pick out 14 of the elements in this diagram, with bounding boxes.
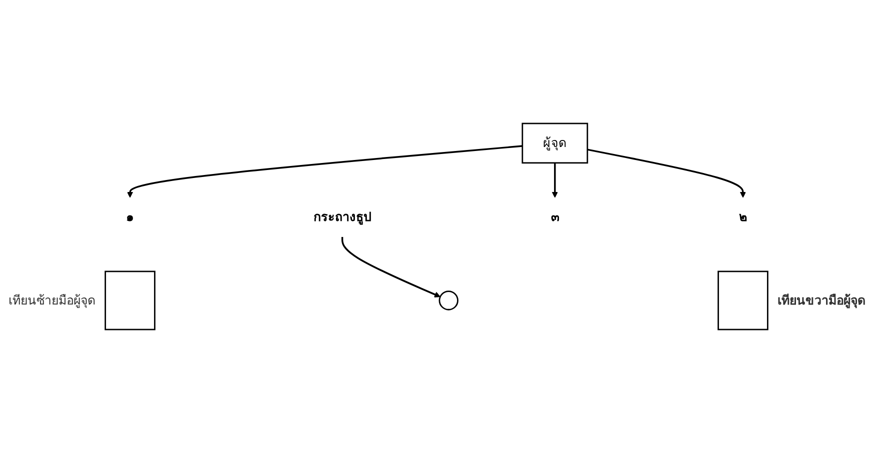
node-box: ผู้จุด [522, 122, 588, 164]
arrow [341, 236, 440, 298]
node-circle [438, 290, 458, 310]
node-text: ๑ [126, 210, 134, 224]
node-text: กระถางธูป [314, 210, 371, 224]
candle-caption: เทียนซ้ายมือผู้จุด [8, 292, 96, 308]
arrow [126, 145, 522, 198]
candle-caption: เทียนขวามือผู้จุด [777, 292, 866, 308]
arrow [552, 162, 558, 198]
node-box [718, 270, 768, 330]
node-text: ๒ [738, 210, 748, 224]
node-text: ๓ [550, 210, 560, 224]
node-box [104, 270, 156, 330]
arrow [587, 148, 746, 198]
